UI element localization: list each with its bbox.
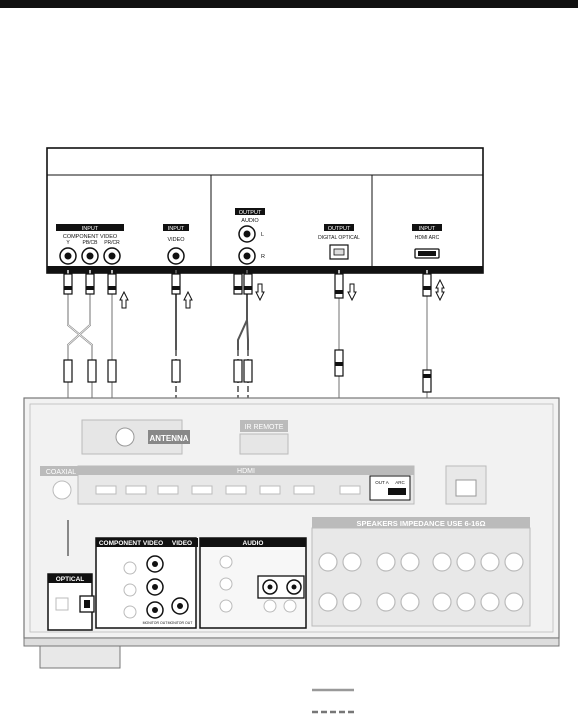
arrow-down-icon xyxy=(347,283,357,302)
tv-audio-l-label: L xyxy=(261,232,264,238)
tv-component-title: COMPONENT VIDEO xyxy=(63,234,118,240)
arrow-down-icon xyxy=(255,283,265,302)
tv-hdmi-header: INPUT xyxy=(419,226,436,232)
receiver-coaxial-label: COAXIAL xyxy=(46,469,76,476)
receiver-hdmi-arc-label: ARC xyxy=(395,480,405,485)
tv-audio-header: OUTPUT xyxy=(239,210,262,216)
receiver-video-label: VIDEO xyxy=(172,540,192,547)
tv-jack-pb-label: PB/CB xyxy=(82,240,98,246)
receiver-optical-label: OPTICAL xyxy=(56,576,85,583)
tv-component-input: INPUT COMPONENT VIDEO Y PB/CB PR/CR xyxy=(56,224,124,265)
tv-optical-output: OUTPUT DIGITAL OPTICAL xyxy=(318,224,360,260)
tv-optical-header: OUTPUT xyxy=(328,226,351,232)
receiver-antenna-label: ANTENNA xyxy=(149,434,188,443)
tv-video-input: INPUT VIDEO xyxy=(163,224,189,265)
tv-video-header: INPUT xyxy=(168,226,185,232)
tv-hdmi-label: HDMI ARC xyxy=(415,235,440,241)
tv-audio-output: OUTPUT AUDIO L R xyxy=(235,208,265,265)
tv-optical-label: DIGITAL OPTICAL xyxy=(318,235,360,241)
receiver-hdmi-label: HDMI xyxy=(237,468,255,475)
receiver-component-label: COMPONENT VIDEO xyxy=(99,540,163,547)
legend xyxy=(312,688,354,714)
tv-audio-r-label: R xyxy=(261,254,265,260)
signal-arrows xyxy=(119,278,445,309)
tv-hdmi-input: INPUT HDMI ARC xyxy=(412,224,442,259)
receiver-hdmi-out-label: OUT A xyxy=(375,480,388,485)
tv-jack-pr-label: PR/CR xyxy=(104,240,120,246)
arrow-up-icon xyxy=(183,290,193,309)
receiver-audio-label: AUDIO xyxy=(243,540,264,547)
top-bar xyxy=(0,0,578,8)
receiver-video-monitor-label: MONITOR OUT xyxy=(168,621,194,625)
plug-tips xyxy=(64,286,431,378)
receiver-speakers-label: SPEAKERS IMPEDANCE USE 6-16Ω xyxy=(357,519,486,528)
arrow-up-icon xyxy=(119,290,129,309)
tv-audio-label: AUDIO xyxy=(241,218,259,224)
tv-video-label: VIDEO xyxy=(167,237,185,243)
receiver-remote-label: IR REMOTE xyxy=(245,424,284,431)
tv-component-header: INPUT xyxy=(82,226,99,232)
receiver-panel: ANTENNA IR REMOTE COAXIAL HDMI OUT A ARC xyxy=(23,397,560,669)
receiver-component-monitor-label: MONITOR OUT xyxy=(143,621,169,625)
arrow-bidirectional-icon xyxy=(435,278,445,302)
tv-jack-y-label: Y xyxy=(66,240,70,246)
